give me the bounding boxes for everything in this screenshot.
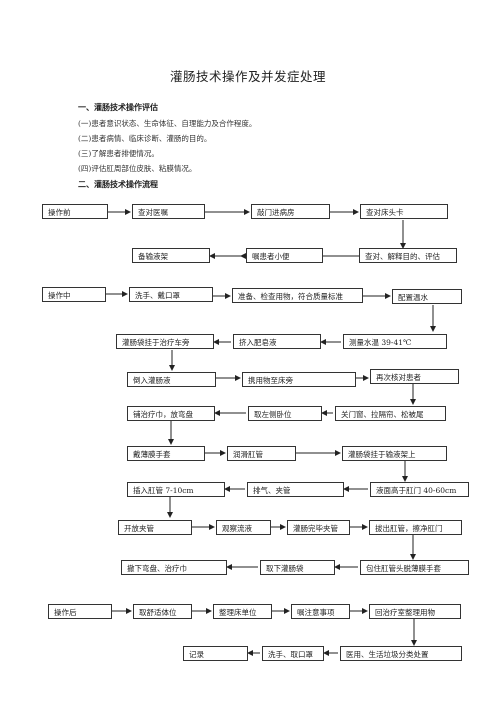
step-prep-items: 准备、检查用物，符合质量标准 [232,288,363,303]
step-wrap-tube: 包住肛管头脱薄膜手套 [360,560,469,575]
step-tidy-bed: 整理床单位 [213,604,272,619]
assessment-item: (二)患者病情、临床诊断、灌肠的目的。 [78,134,212,143]
step-remove-tray: 撤下弯盘、治疗巾 [121,560,227,575]
step-comfort-pos: 取舒适体位 [133,604,192,619]
step-remove-bag: 取下灌肠袋 [260,560,335,575]
step-check-order: 查对医嘱 [132,204,205,219]
step-pull-tube: 拔出肛管，擦净肛门 [369,520,462,535]
step-wash-mask: 洗手、取口罩 [262,646,324,661]
step-insert-tube: 插入肛管 7-10cm [127,482,225,497]
assessment-item: (一)患者意识状态、生命体征、自理能力及合作程度。 [78,119,257,128]
step-recheck: 再次核对患者 [370,369,459,384]
stage-post-label: 操作后 [48,604,112,619]
stage-pre-label: 操作前 [42,204,108,219]
stage-mid-label: 操作中 [42,287,106,302]
step-gloves: 戴薄膜手套 [127,446,205,461]
step-lay-towel: 铺治疗巾，放弯盘 [127,406,215,421]
step-close-window: 关门窗、拉隔帘、松被尾 [335,406,446,421]
section-heading-assessment: 一、灌肠技术操作评估 [78,103,158,112]
step-notes: 嘱注意事项 [291,604,350,619]
step-lubricate: 润滑肛管 [227,446,296,461]
step-left-side: 取左侧卧位 [248,406,322,421]
step-pour-liquid: 倒入灌肠液 [127,372,216,387]
step-return-room: 回治疗室整理用物 [369,604,461,619]
step-carry-items: 携用物至床旁 [242,372,356,387]
step-clamp-done: 灌肠完毕夹管 [287,520,350,535]
step-waste-sort: 医用、生活垃圾分类处置 [340,646,462,661]
step-check-card: 查对床头卡 [360,204,448,219]
step-hang-bag: 灌肠袋挂于治疗车旁 [116,334,214,349]
step-open-clamp: 开放夹管 [118,520,192,535]
step-measure-temp: 测量水温 39-41℃ [343,334,447,349]
step-explain: 查对、解释目的、评估 [359,248,457,263]
step-prep-stand: 备输液架 [132,248,210,263]
section-heading-flow: 二、灌肠技术操作流程 [78,180,158,189]
page-title: 灌肠技术操作及并发症处理 [169,69,326,84]
step-record: 记录 [183,646,248,661]
assessment-item: (三)了解患者排便情况。 [78,149,159,158]
assessment-item: (四)评估肛周部位皮肤、粘膜情况。 [78,164,197,173]
step-expel-air: 排气、夹管 [247,482,344,497]
step-squeeze-soap: 挤入肥皂液 [233,334,321,349]
step-observe: 观察流液 [216,520,271,535]
step-liquid-height: 液面高于肛门 40-60cm [370,482,469,497]
step-mix-water: 配置温水 [392,289,462,304]
step-tell-pee: 嘱患者小便 [246,248,323,263]
step-hang-rack: 灌肠袋挂于输液架上 [342,446,447,461]
step-knock-door: 敲门进病房 [251,204,330,219]
step-wash-hands: 洗手、戴口罩 [129,287,213,302]
